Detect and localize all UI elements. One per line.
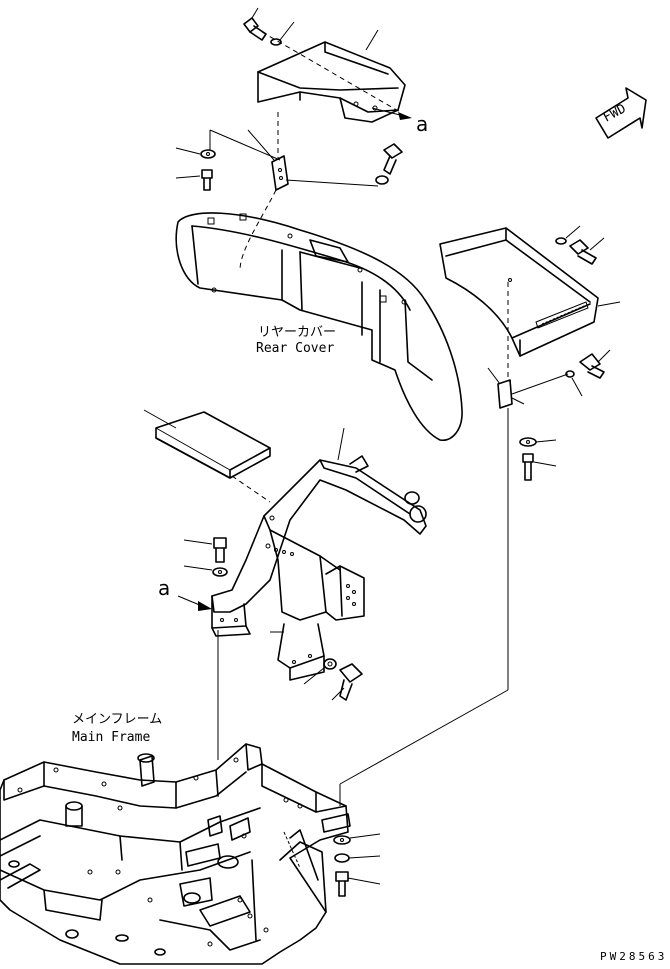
bolt-right-top (569, 237, 605, 265)
bolt-frame-right (335, 871, 381, 897)
washer-frame-lower (303, 658, 337, 685)
cover-plate (155, 411, 271, 479)
bolt-frame-lower (331, 663, 363, 701)
main-frame-label-en: Main Frame (72, 730, 151, 745)
small-bracket (271, 155, 289, 191)
cover-bracket (497, 379, 513, 409)
washer-left (175, 147, 216, 159)
bolt-left (175, 169, 213, 191)
washer-right-low (519, 437, 557, 447)
rear-cover-label-en: Rear Cover (256, 341, 335, 356)
bolt-right-low (522, 453, 557, 481)
rear-cover (175, 212, 463, 441)
frame-bracket (211, 455, 427, 681)
main-frame-label-jp: メインフレーム (72, 712, 163, 727)
washer-frame-right-b (334, 853, 381, 863)
washer-frame-right-a (333, 833, 381, 845)
washer-right-mid (565, 370, 583, 397)
main-frame (0, 743, 351, 965)
rear-cover-label-jp: リヤーカバー (258, 325, 337, 340)
reference-arrow-icon (371, 107, 412, 120)
washer-right-top (555, 225, 581, 245)
side-panel (439, 227, 599, 357)
reference-letter-top: a (416, 112, 429, 136)
bolt-mid (375, 143, 403, 185)
bolt-right-mid (579, 349, 611, 379)
washer-frame-upper (183, 565, 228, 577)
top-washer (270, 21, 295, 46)
bolt-frame-upper (183, 537, 227, 563)
fwd-arrow-icon (595, 87, 647, 139)
top-bracket (257, 41, 406, 123)
drawing-code: PW28563 (600, 950, 668, 963)
reference-arrow-icon (177, 595, 212, 611)
reference-letter-left: a (158, 576, 171, 600)
top-bolt (243, 7, 267, 41)
